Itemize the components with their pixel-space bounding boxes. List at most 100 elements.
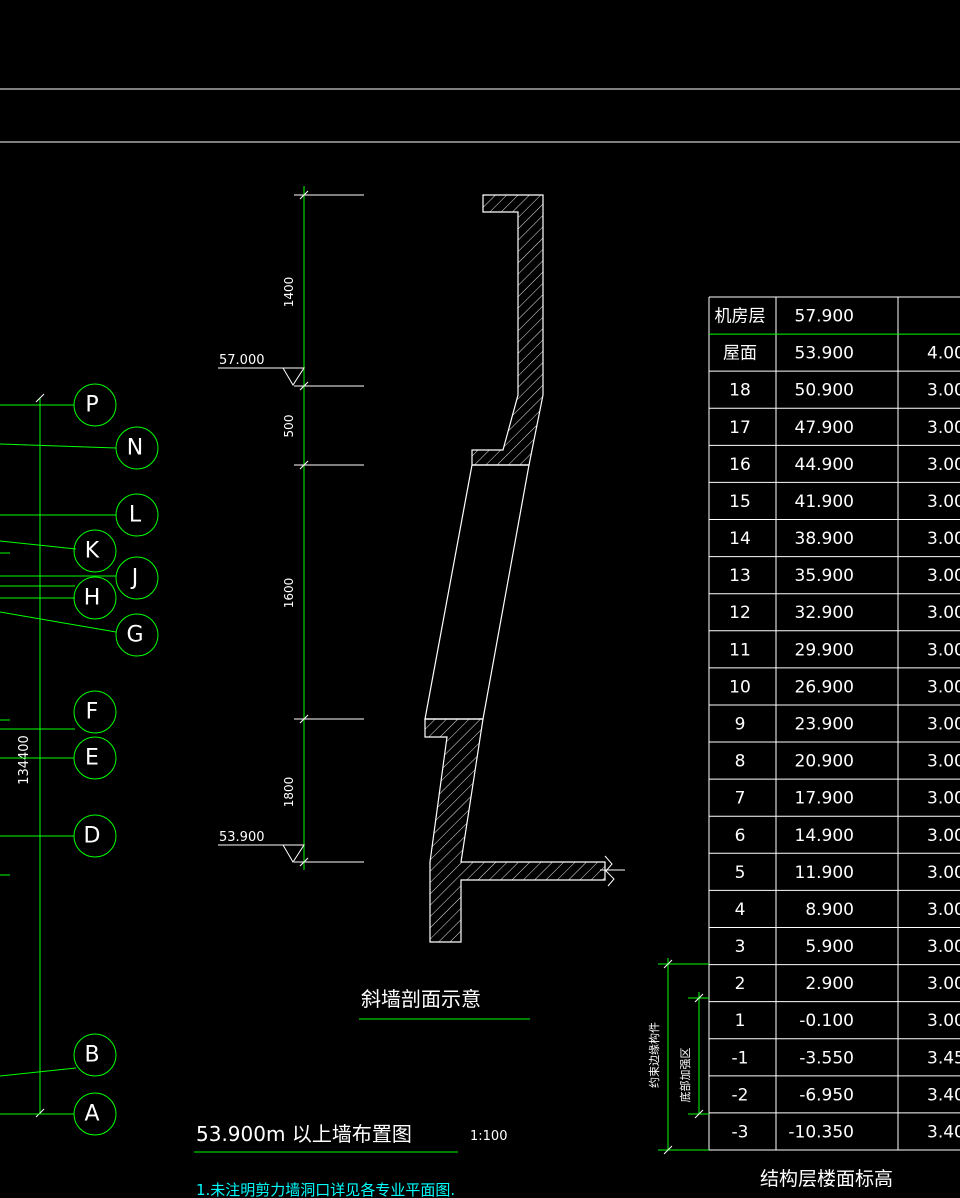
section-dimension-chain: 1400 500 1600 1800 57.000 53.900 <box>218 186 364 870</box>
table-cell-height: 3.000 <box>927 455 960 475</box>
table-cell-height: 3.000 <box>927 566 960 586</box>
table-cell-floor: -1 <box>732 1048 749 1068</box>
table-row: 5 11.900 3.000 <box>735 863 960 883</box>
axis-bubble-k <box>73 529 117 573</box>
table-cell-floor: 16 <box>729 455 751 475</box>
table-cell-elevation: -3.550 <box>799 1048 854 1068</box>
side-label-reinforce: 底部加强区 <box>678 1048 692 1103</box>
table-cell-elevation: 29.900 <box>795 640 854 660</box>
table-cell-height: 3.000 <box>927 752 960 772</box>
table-cell-floor: 17 <box>729 418 751 438</box>
level-mark-57000: 57.000 <box>219 353 265 368</box>
table-cell-height: 3.000 <box>927 826 960 846</box>
table-cell-floor: 9 <box>735 715 746 735</box>
table-row: 10 26.900 3.000 <box>729 677 960 697</box>
plan-title: 53.900m 以上墙布置图 <box>196 1122 412 1146</box>
table-cell-floor: 13 <box>729 566 751 586</box>
table-row: 17 47.900 3.000 <box>729 418 960 438</box>
table-cell-height: 3.000 <box>927 529 960 549</box>
axis-label-f: F <box>86 700 99 725</box>
table-cell-elevation: 20.900 <box>795 752 854 772</box>
axis-label-g: G <box>126 623 143 648</box>
table-side-brackets: 约束边缘构件 底部加强区 <box>647 958 709 1155</box>
table-cell-floor: 14 <box>729 529 751 549</box>
table-cell-floor: 6 <box>735 826 746 846</box>
table-cell-height: 3.000 <box>927 677 960 697</box>
table-cell-elevation: -0.100 <box>799 1011 854 1031</box>
axis-bubble-g <box>115 613 159 657</box>
table-cell-height: 3.000 <box>927 603 960 623</box>
axis-label-l: L <box>129 503 142 528</box>
axis-bubble-n <box>115 426 159 470</box>
table-cell-floor: 15 <box>729 492 751 512</box>
axis-bubble-f <box>73 690 117 734</box>
axis-bubble-l <box>115 493 159 537</box>
table-cell-height: 3.400 <box>927 1085 960 1105</box>
table-cell-elevation: 17.900 <box>795 789 854 809</box>
table-cell-height: 3.000 <box>927 418 960 438</box>
axis-label-a: A <box>84 1102 99 1127</box>
table-cell-floor: -2 <box>732 1085 749 1105</box>
table-cell-height: 3.000 <box>927 492 960 512</box>
table-cell-floor: 11 <box>729 640 751 660</box>
table-cell-elevation: 53.900 <box>795 344 854 364</box>
table-cell-elevation: 44.900 <box>795 455 854 475</box>
table-cell-elevation: 47.900 <box>795 418 854 438</box>
table-row: -1 -3.550 3.450 <box>732 1048 960 1068</box>
table-cell-floor: 18 <box>729 381 751 401</box>
table-row: 16 44.900 3.000 <box>729 455 960 475</box>
table-cell-height: 3.000 <box>927 789 960 809</box>
axis-label-p: P <box>85 393 98 418</box>
table-cell-elevation: 26.900 <box>795 677 854 697</box>
table-cell-floor: 12 <box>729 603 751 623</box>
plan-title-block: 53.900m 以上墙布置图 1:100 1.未注明剪力墙洞口详见各专业平面图. <box>194 1122 507 1198</box>
table-cell-height: 3.000 <box>927 863 960 883</box>
axis-bubble-a <box>73 1092 117 1136</box>
axis-bubble-h <box>73 576 117 620</box>
table-cell-elevation: 11.900 <box>795 863 854 883</box>
table-cell-floor: 4 <box>735 900 746 920</box>
axis-label-n: N <box>127 436 143 461</box>
dim-1800: 1800 <box>282 777 296 808</box>
table-cell-elevation: 35.900 <box>795 566 854 586</box>
table-cell-elevation: 50.900 <box>795 381 854 401</box>
axis-bubble-p <box>73 383 117 427</box>
table-cell-floor: 2 <box>735 974 746 994</box>
axis-bubble-d <box>73 814 117 858</box>
table-cell-height: 3.400 <box>927 1122 960 1142</box>
table-cell-floor: 5 <box>735 863 746 883</box>
side-label-constraint: 约束边缘构件 <box>647 1022 661 1088</box>
plan-note: 1.未注明剪力墙洞口详见各专业平面图. <box>196 1181 455 1198</box>
table-cell-height: 3.000 <box>927 1011 960 1031</box>
plan-scale: 1:100 <box>470 1129 507 1144</box>
axis-label-k: K <box>85 539 100 564</box>
axis-bubble-e <box>73 736 117 780</box>
table-title: 结构层楼面标高 <box>760 1168 893 1190</box>
axis-label-b: B <box>84 1043 99 1068</box>
table-cell-elevation: 8.900 <box>805 900 854 920</box>
table-cell-floor: -3 <box>732 1122 749 1142</box>
table-cell-floor: 3 <box>735 937 746 957</box>
section-title: 斜墙剖面示意 <box>361 987 481 1011</box>
table-cell-height: 3.000 <box>927 640 960 660</box>
table-cell-floor: 10 <box>729 677 751 697</box>
sloped-wall-section: 斜墙剖面示意 <box>359 194 625 1020</box>
axis-label-e: E <box>85 746 99 771</box>
table-cell-height: 3.450 <box>927 1048 960 1068</box>
axis-label-j: J <box>130 566 139 591</box>
table-cell-height: 3.000 <box>927 900 960 920</box>
table-cell-elevation: 5.900 <box>805 937 854 957</box>
